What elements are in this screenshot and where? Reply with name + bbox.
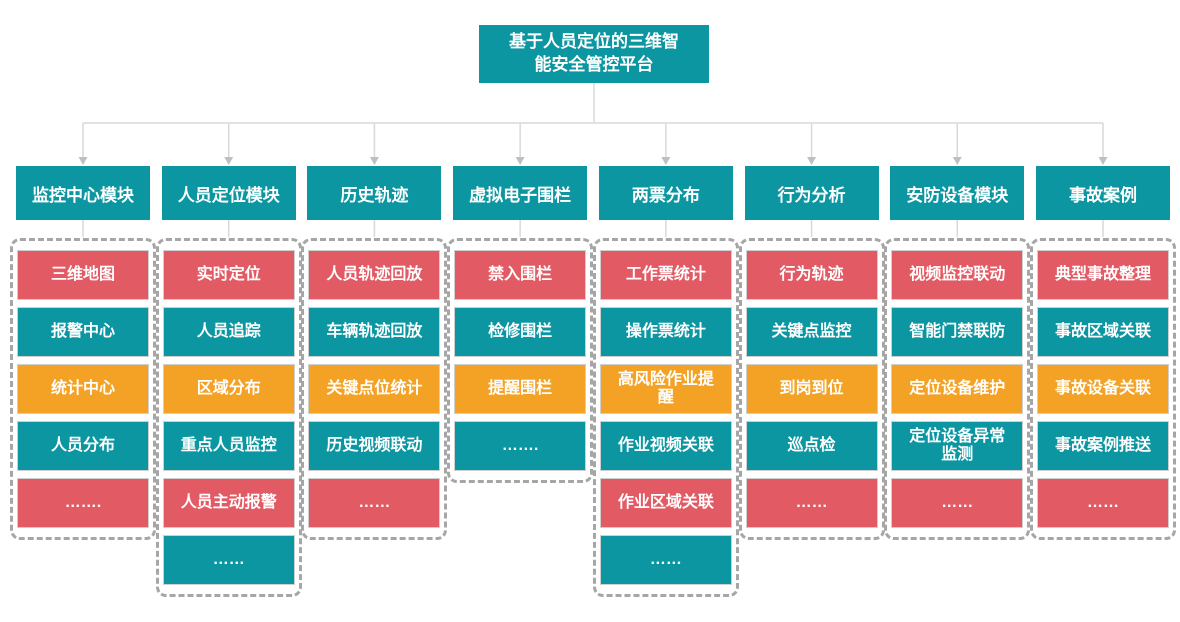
feature-box: …… (308, 478, 441, 528)
feature-box: 巡点检 (745, 421, 878, 471)
feature-box: 智能门禁联防 (891, 307, 1024, 357)
module-header: 安防设备模块 (890, 166, 1025, 220)
feature-box: 人员轨迹回放 (308, 250, 441, 300)
feature-box: 三维地图 (17, 250, 149, 300)
feature-box: 到岗到位 (745, 364, 878, 414)
feature-box: 事故案例推送 (1036, 421, 1169, 471)
feature-box: 作业区域关联 (599, 478, 732, 528)
feature-box: 检修围栏 (454, 307, 587, 357)
feature-box: 事故区域关联 (1036, 307, 1169, 357)
feature-box: …… (599, 535, 732, 585)
feature-box: 统计中心 (17, 364, 149, 414)
feature-box: 操作票统计 (599, 307, 732, 357)
feature-box: 人员主动报警 (162, 478, 295, 528)
module-header: 人员定位模块 (161, 166, 296, 220)
feature-box: 关键点监控 (745, 307, 878, 357)
feature-box: 提醒围栏 (454, 364, 587, 414)
feature-box: …… (1036, 478, 1169, 528)
root-node: 基于人员定位的三维智能安全管控平台 (479, 25, 709, 83)
module-header: 虚拟电子围栏 (453, 166, 588, 220)
feature-box: 事故设备关联 (1036, 364, 1169, 414)
feature-box: 典型事故整理 (1036, 250, 1169, 300)
feature-box: 人员追踪 (162, 307, 295, 357)
module-column: 安防设备模块视频监控联动智能门禁联防定位设备维护定位设备异常监测 …… (884, 166, 1031, 540)
module-items-group: 典型事故整理事故区域关联事故设备关联事故案例推送 …… (1029, 238, 1176, 540)
module-header: 事故案例 (1035, 166, 1170, 220)
module-header: 历史轨迹 (307, 166, 442, 220)
feature-box: 人员分布 (17, 421, 149, 471)
feature-box: 重点人员监控 (162, 421, 295, 471)
module-items-group: 工作票统计操作票统计高风险作业提醒作业视频关联作业区域关联 …… (592, 238, 739, 597)
feature-box: ……. (17, 478, 149, 528)
module-header: 两票分布 (598, 166, 733, 220)
feature-box: 高风险作业提醒 (599, 364, 732, 414)
feature-box: 定位设备异常监测 (891, 421, 1024, 471)
feature-box: ……. (454, 421, 587, 471)
module-column: 监控中心模块三维地图报警中心统计中心人员分布 ……. (10, 166, 156, 540)
feature-box: …… (745, 478, 878, 528)
module-header: 监控中心模块 (16, 166, 150, 220)
feature-box: …… (162, 535, 295, 585)
module-items-group: 三维地图报警中心统计中心人员分布 ……. (10, 238, 156, 540)
module-items-group: 实时定位人员追踪区域分布重点人员监控人员主动报警 …… (155, 238, 302, 597)
feature-box: 禁入围栏 (454, 250, 587, 300)
module-column: 两票分布工作票统计操作票统计高风险作业提醒作业视频关联作业区域关联 …… (592, 166, 739, 597)
feature-box: 工作票统计 (599, 250, 732, 300)
module-column: 行为分析行为轨迹关键点监控到岗到位巡点检 …… (738, 166, 885, 540)
feature-box: 行为轨迹 (745, 250, 878, 300)
module-items-group: 视频监控联动智能门禁联防定位设备维护定位设备异常监测 …… (884, 238, 1031, 540)
feature-box: 报警中心 (17, 307, 149, 357)
module-column: 事故案例典型事故整理事故区域关联事故设备关联事故案例推送 …… (1029, 166, 1176, 540)
root-node-title: 基于人员定位的三维智能安全管控平台 (509, 32, 679, 74)
feature-box: 历史视频联动 (308, 421, 441, 471)
feature-box: 关键点位统计 (308, 364, 441, 414)
module-items-group: 行为轨迹关键点监控到岗到位巡点检 …… (738, 238, 885, 540)
feature-box: 作业视频关联 (599, 421, 732, 471)
module-column: 人员定位模块实时定位人员追踪区域分布重点人员监控人员主动报警 …… (155, 166, 302, 597)
feature-box: …… (891, 478, 1024, 528)
feature-box: 视频监控联动 (891, 250, 1024, 300)
module-header: 行为分析 (744, 166, 879, 220)
feature-box: 实时定位 (162, 250, 295, 300)
feature-box: 定位设备维护 (891, 364, 1024, 414)
module-column: 虚拟电子围栏禁入围栏检修围栏提醒围栏 ……. (447, 166, 594, 483)
module-items-group: 人员轨迹回放车辆轨迹回放关键点位统计历史视频联动 …… (301, 238, 448, 540)
module-items-group: 禁入围栏检修围栏提醒围栏 ……. (447, 238, 594, 483)
feature-box: 车辆轨迹回放 (308, 307, 441, 357)
feature-box: 区域分布 (162, 364, 295, 414)
module-column: 历史轨迹人员轨迹回放车辆轨迹回放关键点位统计历史视频联动 …… (301, 166, 448, 540)
